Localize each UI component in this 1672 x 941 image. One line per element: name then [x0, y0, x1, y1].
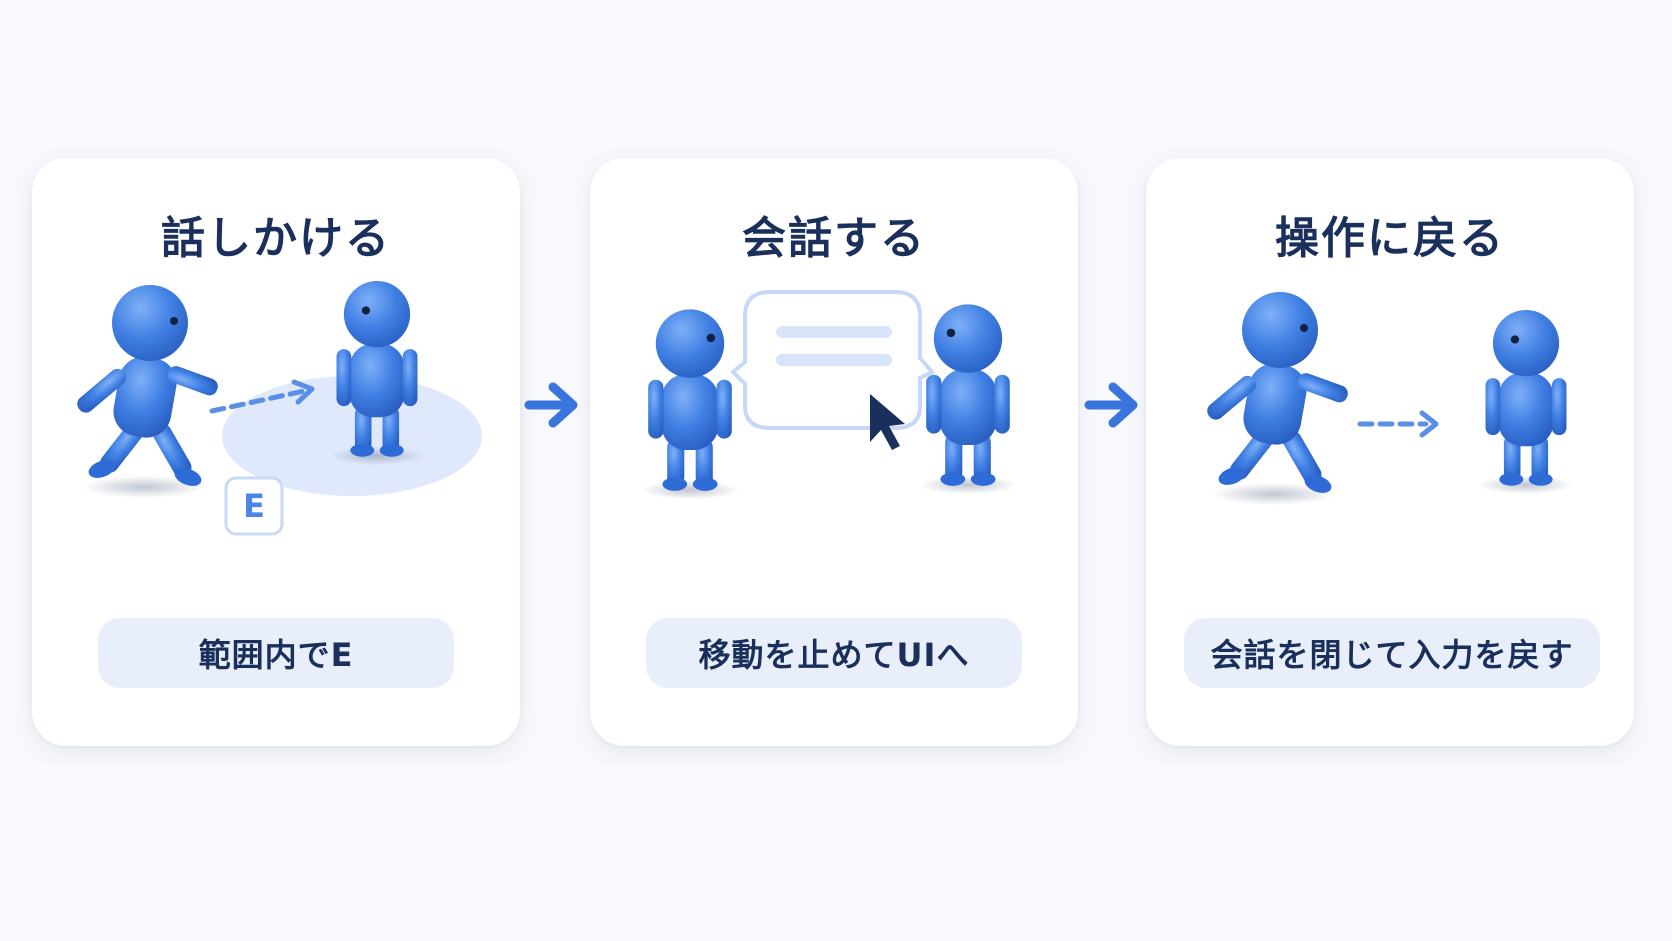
step-card-converse: 会話する 移動を止めてUIへ	[590, 158, 1078, 746]
npc-figure	[918, 304, 1018, 495]
step-caption: 範囲内でE	[98, 618, 454, 688]
e-key-icon	[224, 476, 284, 536]
move-arrow-icon	[1357, 410, 1439, 438]
step-caption: 移動を止めてUIへ	[646, 618, 1022, 688]
step-card-talk: 話しかける E 範囲内でE	[32, 158, 520, 746]
speech-bubble-icon	[730, 290, 936, 430]
walking-player-figure	[1203, 292, 1351, 505]
step-title: 会話する	[742, 213, 926, 264]
return-scene-illustration	[1203, 292, 1574, 505]
talk-scene-illustration	[73, 281, 482, 536]
e-key-label: E	[243, 487, 265, 525]
step-caption: 会話を閉じて入力を戻す	[1184, 618, 1600, 688]
interaction-range-zone	[222, 376, 482, 496]
arrow-right-icon	[1084, 382, 1138, 428]
npc-figure	[1478, 310, 1574, 495]
step-card-return: 操作に戻る 会話を閉じて入力を戻す	[1146, 158, 1634, 746]
approach-arrow-icon	[209, 379, 315, 414]
arrow-right-icon	[524, 382, 578, 428]
cursor-arrow-icon	[870, 394, 905, 450]
step-title: 操作に戻る	[1275, 213, 1505, 264]
step-title: 話しかける	[161, 213, 391, 264]
npc-figure	[329, 281, 425, 466]
converse-scene-illustration	[640, 290, 1018, 500]
walking-player-figure	[73, 285, 221, 498]
player-figure	[640, 309, 740, 500]
